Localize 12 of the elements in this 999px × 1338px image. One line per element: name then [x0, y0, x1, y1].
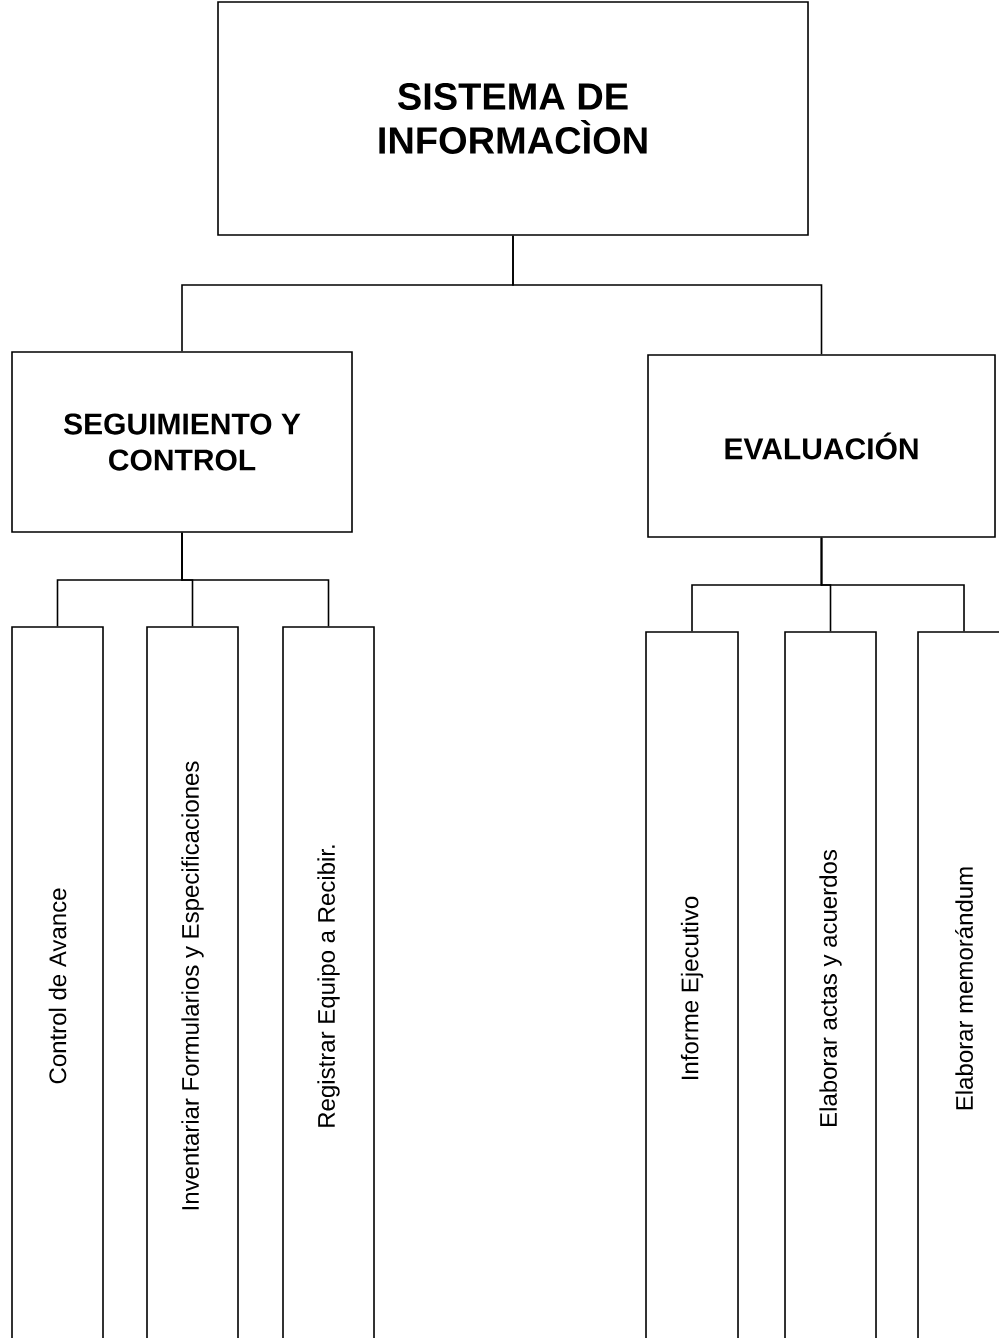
- task-box: Elaborar actas y acuerdos: [784, 631, 877, 1338]
- task-box: Elaborar memorándum: [917, 631, 999, 1338]
- category-box: SEGUIMIENTO Y CONTROL: [11, 351, 353, 533]
- task-box: Control de Avance: [11, 626, 104, 1338]
- connector-line: [820, 537, 965, 632]
- task-box: Registrar Equipo a Recibir.: [282, 626, 375, 1338]
- connector-line: [181, 532, 330, 627]
- task-box: Inventariar Formularios y Especificaciones: [146, 626, 239, 1338]
- category-box: EVALUACIÓN: [647, 354, 996, 538]
- connector-line: [512, 235, 823, 355]
- task-box: Informe Ejecutivo: [645, 631, 739, 1338]
- title-box: SISTEMA DE INFORMACÌON: [217, 1, 809, 236]
